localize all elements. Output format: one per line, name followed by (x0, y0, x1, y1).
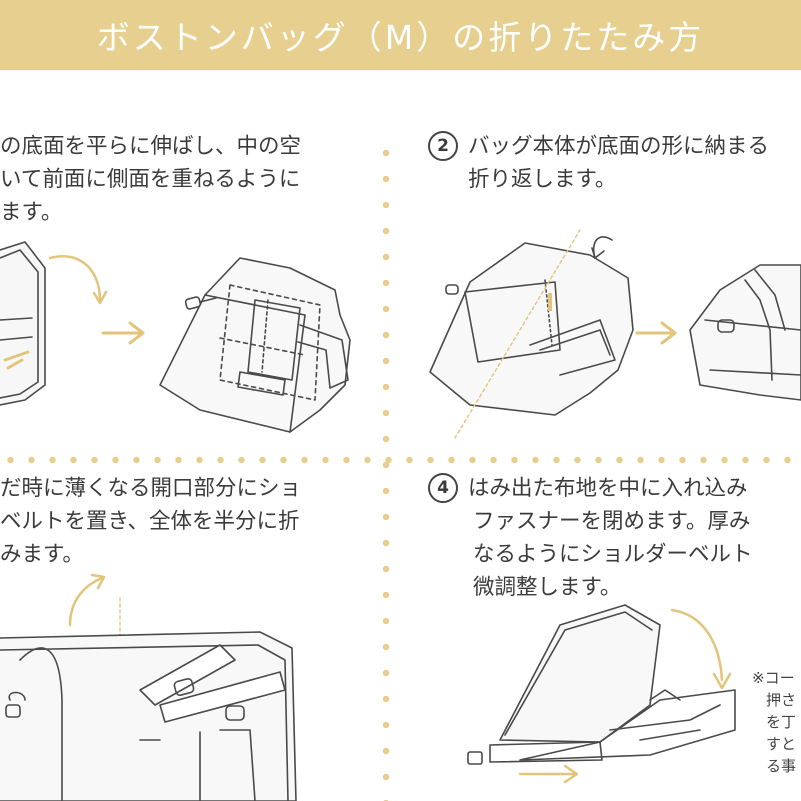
step-1-line-2: いて前面に側面を重ねるように (0, 167, 301, 192)
step-2-line-2: 折り返します。 (468, 167, 617, 192)
note-line-1: ※コー (752, 669, 795, 687)
step-1-bag-after-illustration (159, 257, 351, 433)
step-4-line-4: 微調整します。 (473, 575, 622, 600)
vertical-dotted-divider (381, 140, 391, 801)
step-3-line-1: だ時に薄くなる開口部分にショ (0, 476, 302, 501)
step-2-line-1: バッグ本体が底面の形に納まる (468, 134, 770, 159)
step-4-line-1: はみ出た布地を中に入れ込み (468, 476, 748, 501)
step-3-line-3: みます。 (0, 542, 84, 567)
note-line-3: を丁 (766, 713, 797, 731)
step-3-line-2: ベルトを置き、全体を半分に折 (0, 509, 300, 534)
step-4-curved-arrow-icon (670, 608, 724, 682)
step-2-bag-after-illustration (689, 264, 801, 401)
step-4-line-2: ファスナーを閉めます。厚み (473, 509, 751, 534)
step-1-text: の底面を平らに伸ばし、中の空 いて前面に側面を重ねるように ます。 (0, 130, 301, 229)
step-1-right-arrow-icon (101, 321, 145, 345)
header-banner: ボストンバッグ（M）の折りたたみ方 (0, 0, 801, 70)
step-1-bag-before-illustration (0, 241, 46, 406)
horizontal-dotted-divider (0, 455, 801, 465)
step-3-text: だ時に薄くなる開口部分にショ ベルトを置き、全体を半分に折 みます。 (0, 472, 301, 571)
step-4-bag-illustration (467, 604, 736, 765)
step-2-number: 2 (428, 131, 458, 161)
step-4-number: 4 (428, 473, 458, 503)
step-4-text: 4 はみ出た布地を中に入れ込み ファスナーを閉めます。厚み なるようにショルダーベ… (428, 472, 753, 604)
step-2-curved-arrow-icon (593, 236, 613, 259)
step-2-right-arrow-icon (635, 321, 677, 345)
step-2-bag-before-illustration (429, 229, 634, 439)
step-3-curved-arrow-icon (68, 576, 104, 627)
step-4-right-arrow-icon (518, 764, 579, 784)
note-line-5: る事 (766, 757, 797, 775)
note-line-4: すと (766, 735, 797, 753)
step-2-text: 2 バッグ本体が底面の形に納まる 折り返します。 (428, 130, 769, 196)
page-title: ボストンバッグ（M）の折りたたみ方 (96, 18, 705, 57)
step-1-curved-arrow-icon (48, 255, 102, 302)
step-1-line-1: の底面を平らに伸ばし、中の空 (0, 134, 302, 159)
note-line-2: 押さ (766, 691, 797, 709)
note-text: ※コー 押さ を丁 すと る事 (752, 667, 796, 777)
step-1-line-3: ます。 (0, 200, 63, 225)
step-3-bag-illustration (0, 631, 297, 801)
step-4-line-3: なるようにショルダーベルト (473, 542, 753, 567)
